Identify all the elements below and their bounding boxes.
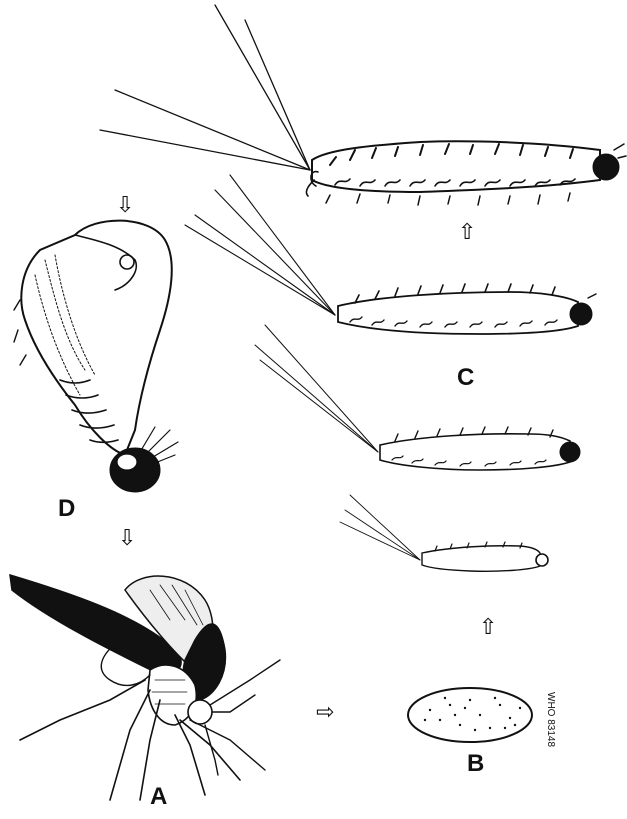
label-adult: A — [150, 785, 167, 809]
label-larva: C — [457, 366, 474, 390]
arrow-larva-up: ⇧ — [458, 222, 476, 244]
pupa — [14, 221, 178, 492]
arrow-adult-to-egg: ⇨ — [316, 702, 334, 724]
adult-sand-fly — [10, 575, 280, 800]
arrow-pupa-to-adult: ⇩ — [118, 528, 136, 550]
egg — [408, 688, 532, 742]
larva-stage-1 — [340, 495, 548, 571]
arrow-to-pupa: ⇩ — [116, 195, 134, 217]
larva-stage-4 — [100, 5, 626, 205]
figure-credit: WHO 83148 — [545, 692, 556, 747]
label-pupa: D — [58, 497, 75, 521]
arrow-egg-to-larva: ⇧ — [479, 617, 497, 639]
label-egg: B — [467, 752, 484, 776]
larva-stage-3 — [185, 175, 596, 334]
larva-stage-2 — [255, 325, 580, 470]
